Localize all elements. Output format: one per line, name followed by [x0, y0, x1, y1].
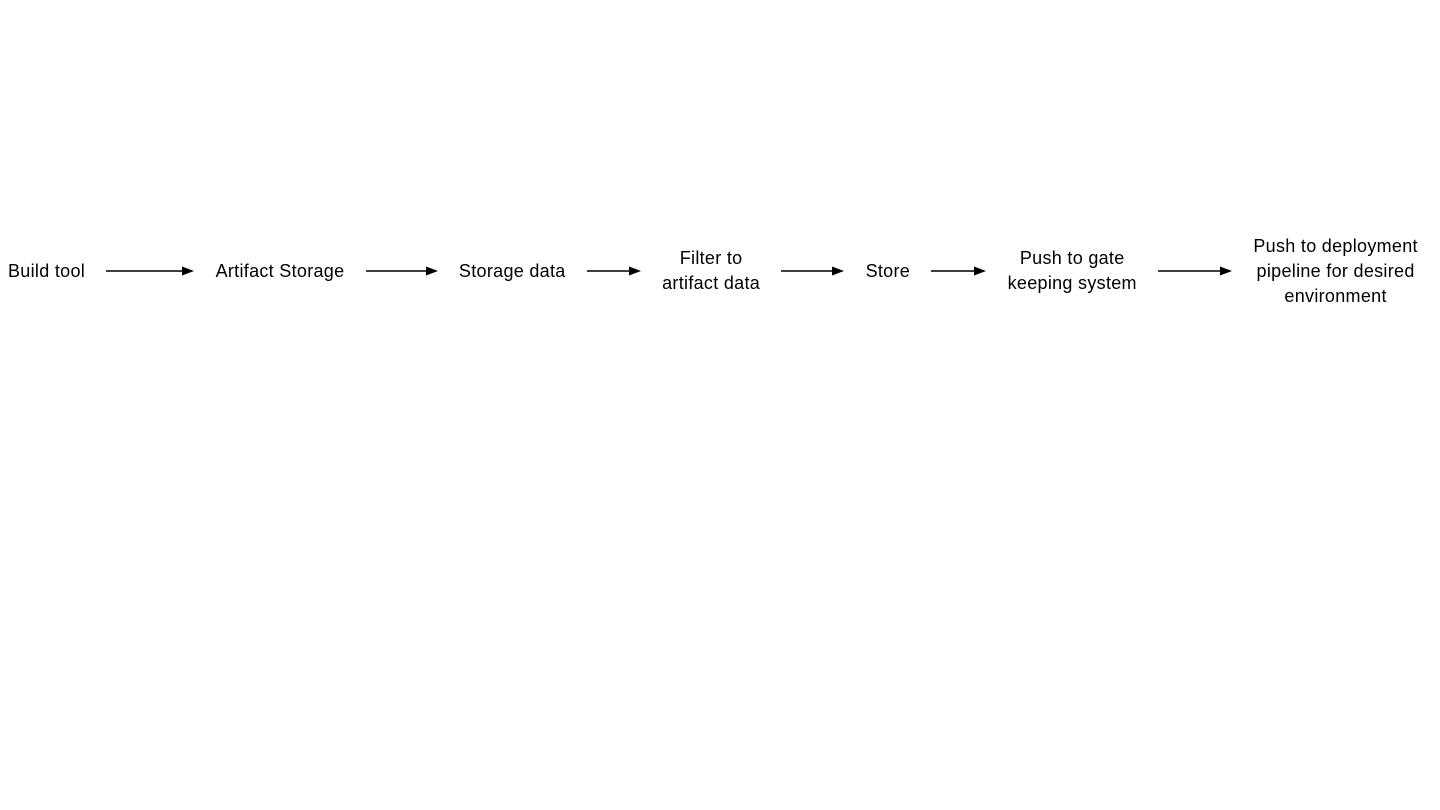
flowchart: Build tool Artifact Storage Storage data…: [8, 200, 1418, 342]
arrow-icon: [931, 266, 987, 276]
arrow-icon: [781, 266, 845, 276]
node-store: Store: [865, 260, 911, 281]
node-storage-data: Storage data: [458, 260, 566, 281]
node-build-tool: Build tool: [8, 260, 86, 281]
arrow-icon: [586, 266, 641, 276]
arrow-icon: [365, 266, 438, 276]
node-push-to-deployment-pipeline: Push to deployment pipeline for desired …: [1253, 235, 1418, 306]
node-filter-to-artifact-data: Filter to artifact data: [662, 248, 761, 293]
arrow-icon: [106, 266, 195, 276]
node-push-to-gate-keeping-system: Push to gate keeping system: [1007, 248, 1137, 293]
node-artifact-storage: Artifact Storage: [215, 260, 345, 281]
arrow-icon: [1158, 266, 1233, 276]
